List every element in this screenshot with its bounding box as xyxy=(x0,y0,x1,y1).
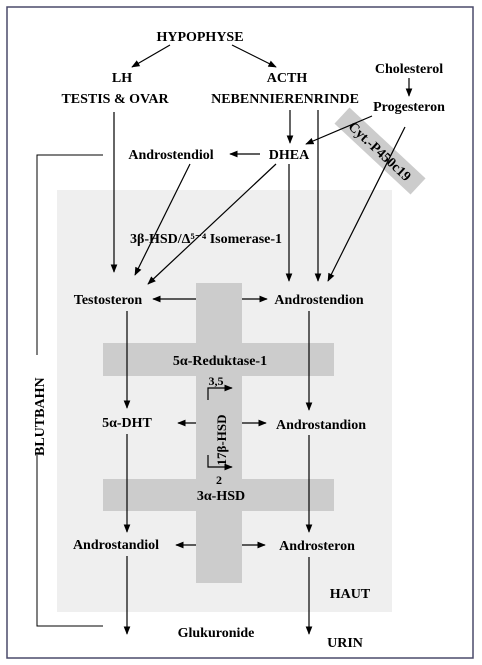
androstandiol-label: Androstandiol xyxy=(73,538,159,553)
glukuronide-label: Glukuronide xyxy=(178,626,255,641)
hypophyse-label: HYPOPHYSE xyxy=(156,30,243,45)
androstendion-label: Androstendion xyxy=(274,293,363,308)
progesteron-label: Progesteron xyxy=(373,100,445,115)
hsd-isomerase-label: 3β-HSD/Δ⁵⁻⁴ Isomerase-1 xyxy=(130,232,282,247)
haut-label: HAUT xyxy=(330,587,371,602)
5a-dht-label: 5α-DHT xyxy=(102,416,152,431)
5a-reduktase-band xyxy=(103,343,334,376)
arrow-progesteron-dhea xyxy=(305,115,373,145)
3a-hsd-band xyxy=(103,479,334,511)
blutbahn-label: BLUTBAHN xyxy=(33,377,48,456)
17b-hsd-label: 17β-HSD xyxy=(214,415,229,466)
17b-hsd-band xyxy=(196,283,242,583)
urin-label: URIN xyxy=(327,636,363,651)
num-2-label: 2 xyxy=(216,473,222,487)
acth-label: ACTH xyxy=(267,71,308,86)
testosteron-label: Testosteron xyxy=(74,293,143,308)
arrow-progesteron-androstendion xyxy=(327,126,406,282)
androstandion-label: Androstandion xyxy=(276,418,366,433)
lh-label: LH xyxy=(112,71,132,86)
cholesterol-label: Cholesterol xyxy=(375,62,443,77)
arrow-androstendiol-testosteron xyxy=(134,163,191,276)
5a-reduktase-label: 5α-Reduktase-1 xyxy=(173,354,267,369)
androsteron-label: Androsteron xyxy=(279,539,355,554)
dhea-label: DHEA xyxy=(269,148,310,163)
arrow-hypophyse-acth xyxy=(231,44,277,68)
arrow-17b-hsd-up xyxy=(207,384,233,400)
testis-ovar-label: TESTIS & OVAR xyxy=(61,92,169,107)
arrow-dhea-testosteron xyxy=(147,163,277,285)
nebenniere-label: NEBENNIERENRINDE xyxy=(211,92,359,107)
androstendiol-label: Androstendiol xyxy=(128,148,213,163)
num-3-5-label: 3,5 xyxy=(209,374,224,388)
arrow-hypophyse-lh xyxy=(131,44,171,68)
arrow-17b-hsd-down xyxy=(207,455,233,471)
3a-hsd-label: 3α-HSD xyxy=(197,489,245,504)
blutbahn-label-bg xyxy=(27,355,49,455)
